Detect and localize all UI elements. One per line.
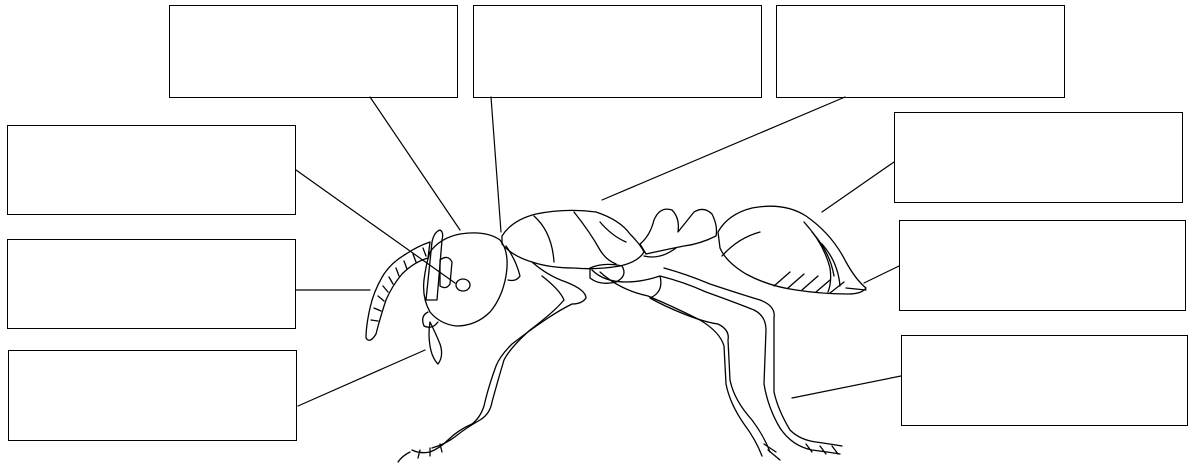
gaster — [718, 206, 866, 294]
stinger — [846, 288, 866, 290]
hind-leg — [664, 268, 842, 446]
leader-lines — [296, 97, 901, 406]
leader-line-right-middle — [864, 266, 899, 283]
petiole — [640, 209, 717, 254]
mandible — [429, 322, 442, 364]
ant-body — [366, 206, 866, 462]
leader-line-top-left — [370, 97, 460, 230]
thorax — [502, 210, 644, 268]
leader-line-top-right — [602, 97, 845, 200]
middle-leg — [592, 270, 770, 452]
compound-eye — [456, 279, 470, 291]
leader-line-right-bottom — [792, 376, 901, 398]
leader-line-left-bottom — [298, 350, 425, 406]
leader-line-top-middle — [491, 97, 501, 232]
leader-line-right-top — [822, 162, 894, 212]
